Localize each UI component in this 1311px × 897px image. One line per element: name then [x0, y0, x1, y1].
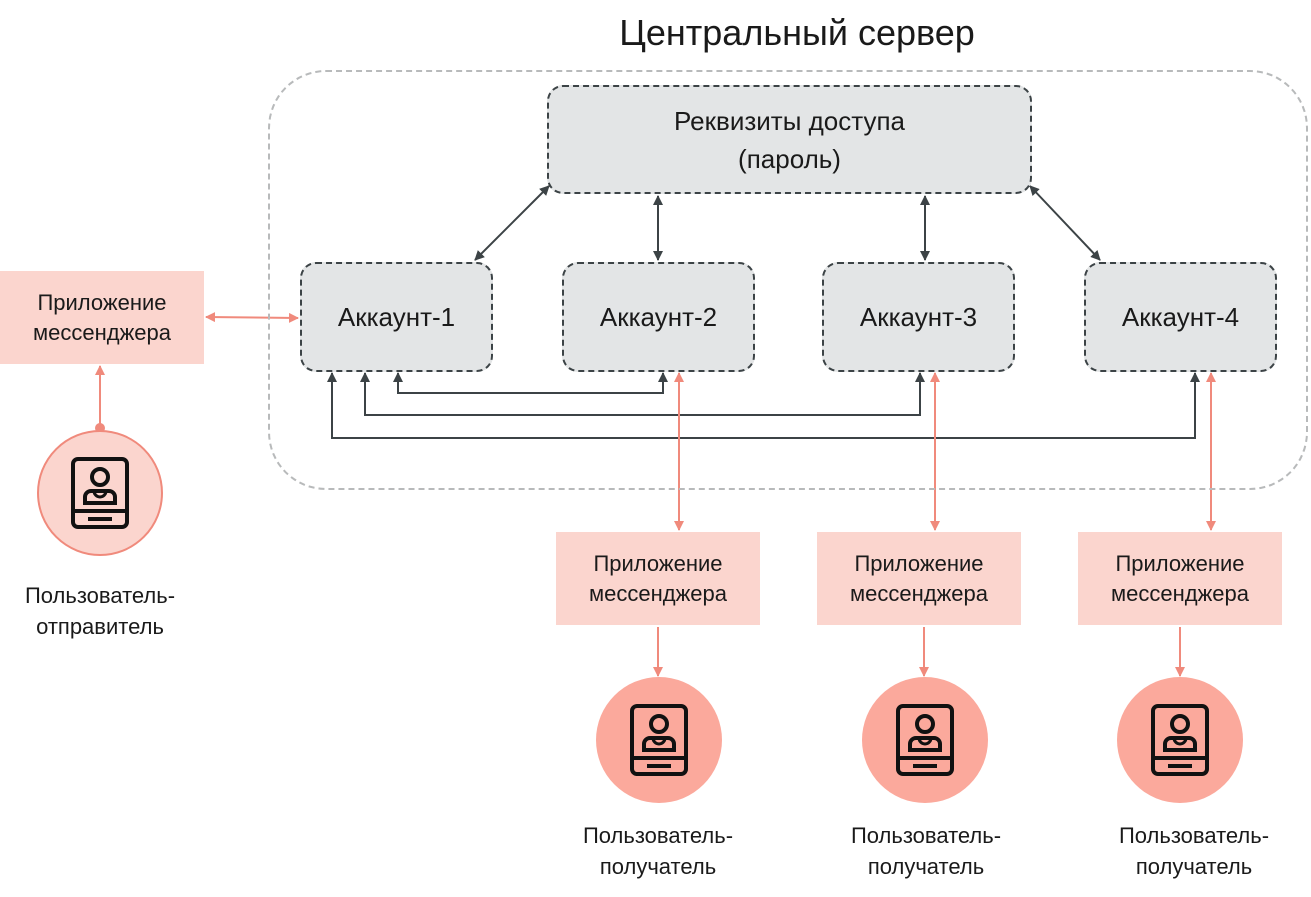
account-label: Аккаунт-3 — [859, 301, 978, 332]
app-line1: Приложение — [593, 550, 723, 576]
app-line1: Приложение — [37, 289, 167, 315]
account-label: Аккаунт-4 — [1121, 301, 1240, 332]
credentials-box: Реквизиты доступа (пароль) — [547, 85, 1032, 194]
app-line2: мессенджера — [588, 580, 727, 606]
credentials-line2: (пароль) — [738, 143, 841, 174]
account-3-box: Аккаунт-3 — [822, 262, 1015, 372]
account-label: Аккаунт-1 — [337, 301, 456, 332]
user-label-line2: получатель — [1135, 854, 1253, 879]
sender-user-circle — [37, 430, 163, 556]
link-acc1-acc4 — [327, 372, 1200, 439]
link-acc1-acc2 — [393, 372, 668, 394]
account-label: Аккаунт-2 — [599, 301, 718, 332]
diagram-title: Центральный сервер — [619, 12, 975, 53]
recipient-2-circle — [596, 677, 722, 803]
user-label-line2: получатель — [599, 854, 717, 879]
sender-user-label: Пользователь-отправитель — [0, 580, 210, 642]
recipient-4-circle — [1117, 677, 1243, 803]
recipient-4-label: Пользователь-получатель — [1084, 820, 1304, 882]
user-label-line1: Пользователь- — [850, 823, 1002, 848]
user-label-line2: получатель — [867, 854, 985, 879]
app-line2: мессенджера — [1110, 580, 1249, 606]
account-4-box: Аккаунт-4 — [1084, 262, 1277, 372]
messenger-app-recipient-3: Приложение мессенджера — [817, 532, 1021, 625]
app-line1: Приложение — [1115, 550, 1245, 576]
central-server-boundary — [268, 70, 1308, 490]
messenger-app-sender: Приложение мессенджера — [0, 271, 204, 364]
app-line2: мессенджера — [849, 580, 988, 606]
account-1-box: Аккаунт-1 — [300, 262, 493, 372]
app-line2: мессенджера — [32, 319, 171, 345]
credentials-line1: Реквизиты доступа — [673, 105, 905, 136]
user-card-icon — [896, 704, 954, 776]
account-2-box: Аккаунт-2 — [562, 262, 755, 372]
link-acc1-acc3 — [360, 372, 925, 416]
link-cred-acc4 — [1029, 185, 1101, 261]
user-card-icon — [1151, 704, 1209, 776]
user-label-line1: Пользователь- — [582, 823, 734, 848]
user-card-icon — [630, 704, 688, 776]
user-card-icon — [71, 457, 129, 529]
user-label-line2: отправитель — [36, 614, 164, 639]
messenger-app-recipient-2: Приложение мессенджера — [556, 532, 760, 625]
recipient-2-label: Пользователь-получатель — [548, 820, 768, 882]
user-label-line1: Пользователь- — [1118, 823, 1270, 848]
link-app1-acc1 — [205, 312, 299, 323]
user-label-line1: Пользователь- — [24, 583, 176, 608]
recipient-3-circle — [862, 677, 988, 803]
link-cred-acc1 — [474, 185, 550, 261]
app-line1: Приложение — [854, 550, 984, 576]
messenger-app-recipient-4: Приложение мессенджера — [1078, 532, 1282, 625]
recipient-3-label: Пользователь-получатель — [816, 820, 1036, 882]
